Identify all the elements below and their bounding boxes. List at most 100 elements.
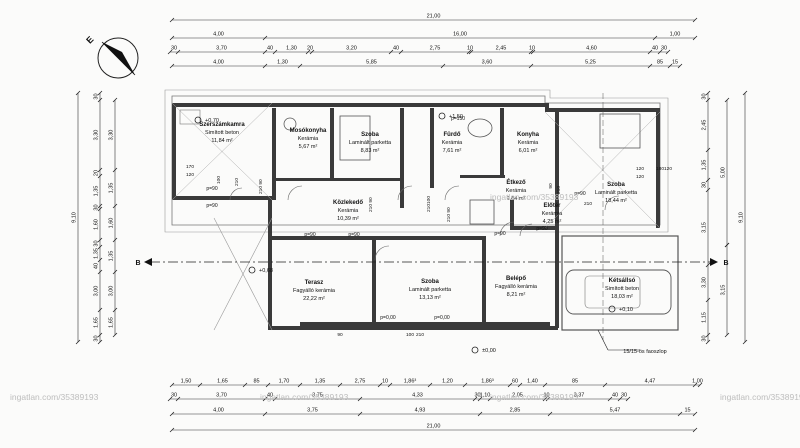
level-value: +0,10	[619, 307, 633, 313]
dim-left-inner-tick	[97, 206, 103, 212]
dim-right-inner-tick	[705, 339, 711, 345]
room-area: 18,03 m²	[611, 294, 633, 300]
dim-left-mid-tick	[112, 269, 118, 275]
dim-left-mid-tick	[112, 237, 118, 243]
door-swing	[444, 185, 460, 201]
dim-right-a-label: 5,00	[721, 167, 727, 178]
bed-room1	[339, 115, 371, 161]
dim-top-row2-label: 3,20	[346, 46, 357, 52]
dim-right-b-tick	[724, 332, 730, 338]
dim-bottom-row3-tick	[477, 411, 483, 417]
room-floor: Simított beton	[605, 286, 639, 292]
room-floor: Kerámia	[442, 140, 463, 146]
room-area: 8,21 m²	[507, 292, 526, 298]
dim-bottom-row2-label: 40	[612, 393, 618, 399]
dim-left-mid-tick	[112, 332, 118, 338]
room-name: Étkező	[506, 178, 526, 186]
dim-left-inner-tick	[97, 257, 103, 263]
dim-left-inner-label: 30	[94, 335, 100, 341]
walls	[164, 89, 679, 331]
wall-room2-west	[555, 112, 559, 232]
outer-wall-north-east	[545, 108, 660, 112]
dim-left-mid-tick	[112, 167, 118, 173]
room-name: Szerszámkamra	[199, 122, 245, 128]
parapet-label: p=0,00	[434, 315, 450, 321]
dim-top-total-tick	[692, 17, 698, 23]
dim-bottom-row1-tick	[377, 382, 383, 388]
roof-hip-line	[544, 111, 661, 229]
dim-bottom-row2-label: 30	[474, 393, 480, 399]
dim-bottom-row1-label: 1,70	[279, 379, 290, 385]
north-arrow-axis	[101, 41, 136, 76]
dim-right-inner-tick	[705, 90, 711, 96]
dim-top-row2-label: 3,70	[216, 46, 227, 52]
dim-top-row2-label: 2,45	[496, 46, 507, 52]
level-marker-icon	[438, 112, 446, 120]
dim-bottom-row3-label: 2,85	[510, 408, 521, 414]
dim-bottom-row1-label: 1,50	[181, 379, 192, 385]
dim-top-row2-tick	[468, 49, 474, 55]
opening-dimension: 90	[446, 207, 452, 213]
dim-top-row2-label: 2,75	[430, 46, 441, 52]
opening-dimension: 100	[426, 196, 432, 204]
dining-table	[469, 199, 495, 225]
dim-bottom-row1-label: 85	[572, 379, 578, 385]
car-cabin	[584, 275, 641, 309]
dim-top-row2-label: 20	[307, 46, 313, 52]
washing-machine	[283, 117, 297, 131]
dim-left-inner-label: 1,60	[94, 219, 100, 230]
level-marker-icon	[194, 116, 202, 124]
dim-bottom-row2-tick	[272, 396, 278, 402]
dim-top-row1-tick	[169, 35, 175, 41]
door-swing	[519, 223, 533, 237]
car-outline	[565, 269, 672, 315]
outer-wall-east	[656, 108, 660, 228]
wall-room1-south	[330, 178, 400, 181]
dim-bottom-row2-label: 2,05	[512, 393, 523, 399]
dim-bottom-row3-label: 4,00	[213, 408, 224, 414]
dim-top-row2-label: 40	[267, 46, 273, 52]
dim-top-row2-label: 10	[467, 46, 473, 52]
dim-left-inner-label: 30	[94, 240, 100, 246]
dim-bottom-row2-label: 30	[171, 393, 177, 399]
dim-top-total-tick	[169, 17, 175, 23]
dim-bottom-row1-tick	[602, 382, 608, 388]
room-name: Terasz	[305, 280, 324, 286]
dim-right-inner-label: 3,15	[702, 222, 708, 233]
dim-top-row2-label: 40	[393, 46, 399, 52]
parapet-label: p=90	[348, 232, 359, 238]
dim-right-inner-label: 2,45	[702, 120, 708, 131]
dim-top-row2-tick	[175, 49, 181, 55]
dim-bottom-row1-tick	[297, 382, 303, 388]
dim-top-row2-tick	[466, 49, 472, 55]
dim-bottom-row1-tick	[265, 382, 271, 388]
wall-room1-west	[330, 108, 334, 178]
dim-top-row1-label: 16,00	[453, 32, 467, 38]
dim-bottom-row3-tick	[692, 411, 698, 417]
parapet-label: p=0,00	[380, 315, 396, 321]
column-annotation: 15/15-ös faoszlop	[623, 349, 666, 355]
room-name: Közlekedő	[333, 200, 363, 206]
door-swing	[499, 221, 515, 237]
dim-bottom-row1-label: 1,20	[442, 379, 453, 385]
wall-room3-east	[482, 236, 486, 328]
opening-dimension: 90	[548, 183, 554, 189]
dim-bottom-row1-tick	[462, 382, 468, 388]
terrace-pergola-line	[213, 217, 273, 331]
eave-outline	[164, 89, 669, 233]
room-floor: Kerámia	[518, 140, 539, 146]
opening-dimension: 170	[186, 164, 194, 170]
dim-top-row2-tick	[305, 49, 311, 55]
dim-bottom-row2-label: 40	[267, 393, 273, 399]
outer-wall-north	[172, 103, 545, 107]
wall-bath-south	[460, 175, 505, 178]
parapet-label: p=150	[451, 116, 465, 122]
level-marker-icon	[248, 266, 256, 274]
parapet-label: p=90	[494, 231, 505, 237]
wall-corridor-south	[272, 236, 372, 240]
